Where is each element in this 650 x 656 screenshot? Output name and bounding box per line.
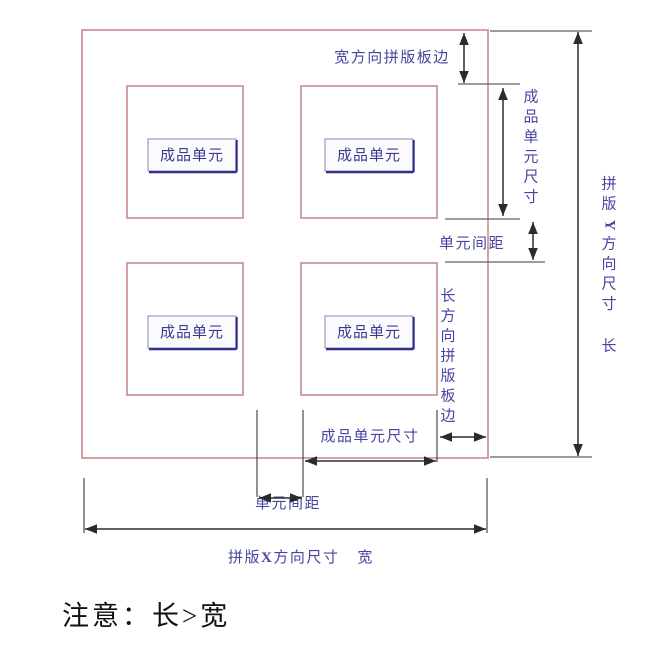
svg-text:方: 方: [440, 307, 455, 324]
svg-text:版: 版: [601, 195, 616, 212]
cell-top-right: [300, 85, 438, 219]
imposition-plate-border: [81, 29, 489, 459]
svg-text:边: 边: [440, 407, 455, 424]
annotation-unit-gap-vertical: 单元间距: [439, 235, 505, 252]
svg-text:向: 向: [440, 327, 455, 344]
unit-box-bottom-right: 成品单元: [324, 315, 415, 351]
annotation-imposition-y-label: 长: [601, 337, 616, 354]
x-size-suffix: 方向尺寸: [273, 549, 339, 566]
x-size-axis: X: [261, 550, 273, 566]
annotation-width-plate-edge: 宽方向拼版板边: [334, 48, 450, 66]
annotation-unit-size-vertical: 成 品 单 元 尺 寸: [523, 88, 538, 205]
x-size-prefix: 拼版: [228, 549, 261, 566]
x-size-tail: 宽: [357, 549, 374, 566]
cell-bottom-left: [126, 262, 244, 396]
svg-text:长: 长: [440, 287, 455, 304]
unit-box-top-right: 成品单元: [324, 138, 415, 174]
cell-bottom-right: [300, 262, 438, 396]
svg-text:寸: 寸: [601, 295, 616, 312]
unit-box-top-left: 成品单元: [147, 138, 238, 174]
svg-text:品: 品: [523, 108, 538, 125]
unit-box-bottom-left: 成品单元: [147, 315, 238, 351]
svg-text:板: 板: [440, 386, 455, 404]
svg-text:尺: 尺: [601, 275, 616, 292]
svg-text:拼: 拼: [601, 175, 616, 192]
annotation-imposition-y-size: 拼 版 Y 方 向 尺 寸: [601, 175, 617, 312]
svg-text:尺: 尺: [523, 168, 538, 185]
unit-box-label: 成品单元: [160, 147, 224, 164]
unit-box-label: 成品单元: [337, 147, 401, 164]
svg-text:元: 元: [523, 149, 538, 165]
annotation-imposition-x-size: 拼版X方向尺寸 宽: [228, 549, 374, 566]
svg-text:方: 方: [601, 235, 616, 252]
annotation-length-plate-edge: 长 方 向 拼 版 板 边: [440, 287, 455, 424]
svg-text:向: 向: [601, 255, 616, 272]
svg-text:寸: 寸: [523, 188, 538, 205]
annotation-unit-size-horizontal: 成品单元尺寸: [320, 428, 419, 445]
svg-text:版: 版: [440, 367, 455, 384]
unit-box-label: 成品单元: [160, 324, 224, 341]
svg-text:Y: Y: [602, 220, 618, 231]
unit-box-label: 成品单元: [337, 324, 401, 341]
svg-text:单: 单: [523, 128, 538, 145]
svg-text:拼: 拼: [440, 347, 455, 364]
note-length-greater-than-width: 注意：长>宽: [62, 601, 230, 631]
svg-text:成: 成: [523, 88, 538, 105]
cell-top-left: [126, 85, 244, 219]
